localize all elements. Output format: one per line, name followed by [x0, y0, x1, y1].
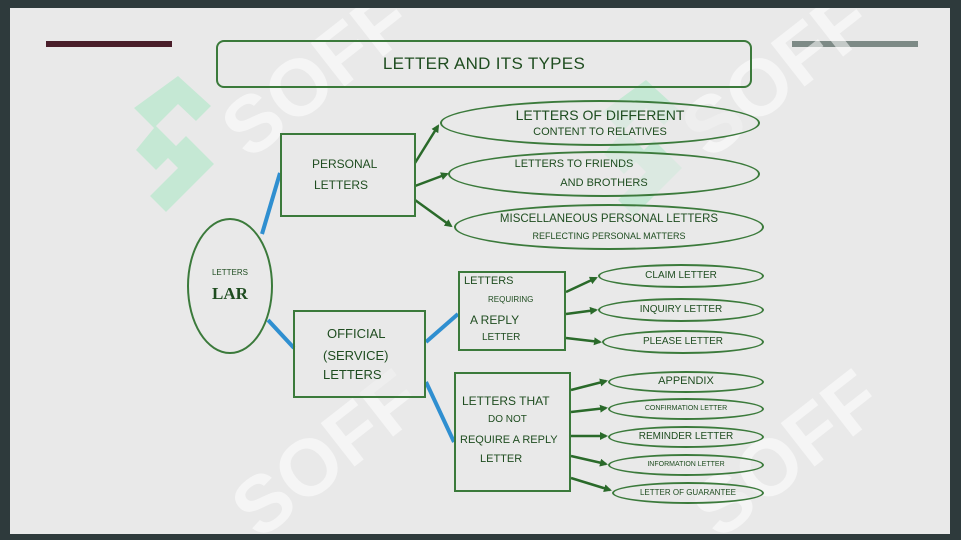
reply-item-claim: CLAIM LETTER	[598, 264, 764, 288]
noreply-item-information: INFORMATION LETTER	[608, 454, 764, 476]
noreply-line1: LETTERS THAT	[462, 394, 550, 408]
reply-item-inquiry: INQUIRY LETTER	[598, 298, 764, 322]
personal-item-1: LETTERS OF DIFFERENT CONTENT TO RELATIVE…	[440, 100, 760, 146]
root-node: LETTERS LAR	[187, 218, 273, 354]
noreply-item-confirmation-label: CONFIRMATION LETTER	[644, 405, 728, 413]
personal-item-2: LETTERS TO FRIENDS AND BROTHERS	[448, 151, 760, 197]
noreply-line4: LETTER	[480, 453, 523, 465]
accent-bar-right	[792, 41, 918, 47]
noreply-item-guarantee: LETTER OF GUARANTEE	[612, 482, 764, 504]
reply-line3: A REPLY	[470, 313, 520, 327]
link-official-reply	[424, 312, 460, 344]
noreply-item-confirmation: CONFIRMATION LETTER	[608, 398, 764, 420]
personal-item-1-line2: CONTENT TO RELATIVES	[533, 126, 667, 139]
noreply-item-guarantee-label: LETTER OF GUARANTEE	[639, 488, 736, 498]
personal-item-3-line2: REFLECTING PERSONAL MATTERS	[532, 231, 686, 242]
arrow-reply-3	[565, 336, 602, 346]
official-line2: (SERVICE)	[323, 348, 389, 363]
personal-item-3-line1: MISCELLANEOUS PERSONAL LETTERS	[499, 213, 719, 226]
watermark-logo-icon	[134, 76, 214, 212]
link-root-personal	[260, 172, 282, 235]
arrow-reply-1	[565, 276, 598, 294]
personal-item-2-line1: LETTERS TO FRIENDS	[514, 157, 634, 170]
arrow-personal-2	[414, 172, 449, 188]
noreply-item-appendix: APPENDIX	[608, 371, 764, 393]
reply-line2: REQUIRING	[488, 295, 534, 304]
personal-letters-node: PERSONAL LETTERS	[280, 133, 416, 217]
arrow-noreply-4	[570, 454, 608, 467]
reply-item-please-label: PLEASE LETTER	[642, 336, 724, 347]
connector-layer	[260, 124, 612, 493]
reply-line4: LETTER	[482, 332, 521, 343]
arrow-personal-1	[413, 124, 440, 164]
personal-item-3: MISCELLANEOUS PERSONAL LETTERS REFLECTIN…	[454, 204, 764, 250]
personal-line1: PERSONAL	[312, 157, 378, 171]
reply-required-node: LETTERS REQUIRING A REPLY LETTER	[458, 271, 566, 351]
reply-item-inquiry-label: INQUIRY LETTER	[639, 304, 723, 315]
noreply-item-information-label: INFORMATION LETTER	[647, 461, 725, 469]
accent-bar-left	[46, 41, 172, 47]
arrow-noreply-2	[570, 404, 608, 414]
personal-item-1-line1: LETTERS OF DIFFERENT	[515, 106, 685, 123]
link-official-noreply	[424, 381, 456, 443]
diagram-title: LETTER AND ITS TYPES	[216, 40, 752, 88]
official-letters-node: OFFICIAL (SERVICE) LETTERS	[293, 310, 426, 398]
root-small-label: LETTERS	[211, 267, 248, 277]
link-root-official	[266, 318, 296, 350]
official-line1: OFFICIAL	[327, 326, 386, 341]
arrow-reply-2	[565, 306, 598, 316]
reply-item-please: PLEASE LETTER	[602, 330, 764, 354]
reply-line1: LETTERS	[464, 275, 514, 287]
arrow-noreply-5	[570, 476, 612, 493]
noreply-item-reminder: REMINDER LETTER	[608, 426, 764, 448]
noreply-line2: DO NOT	[488, 414, 527, 425]
personal-item-2-line2: AND BROTHERS	[560, 177, 648, 189]
noreply-item-reminder-label: REMINDER LETTER	[638, 431, 734, 442]
noreply-item-appendix-label: APPENDIX	[658, 375, 714, 388]
no-reply-node: LETTERS THAT DO NOT REQUIRE A REPLY LETT…	[454, 372, 571, 492]
slide: SOFF SOFF SOFF SOFF LETTER AND ITS TYPES	[10, 8, 950, 534]
noreply-line3: REQUIRE A REPLY	[460, 434, 558, 446]
arrow-personal-3	[414, 198, 453, 228]
root-big-label: LAR	[212, 283, 248, 303]
reply-item-claim-label: CLAIM LETTER	[645, 270, 717, 281]
personal-line2: LETTERS	[314, 178, 369, 192]
arrow-noreply-1	[570, 378, 608, 392]
official-line3: LETTERS	[323, 367, 382, 382]
